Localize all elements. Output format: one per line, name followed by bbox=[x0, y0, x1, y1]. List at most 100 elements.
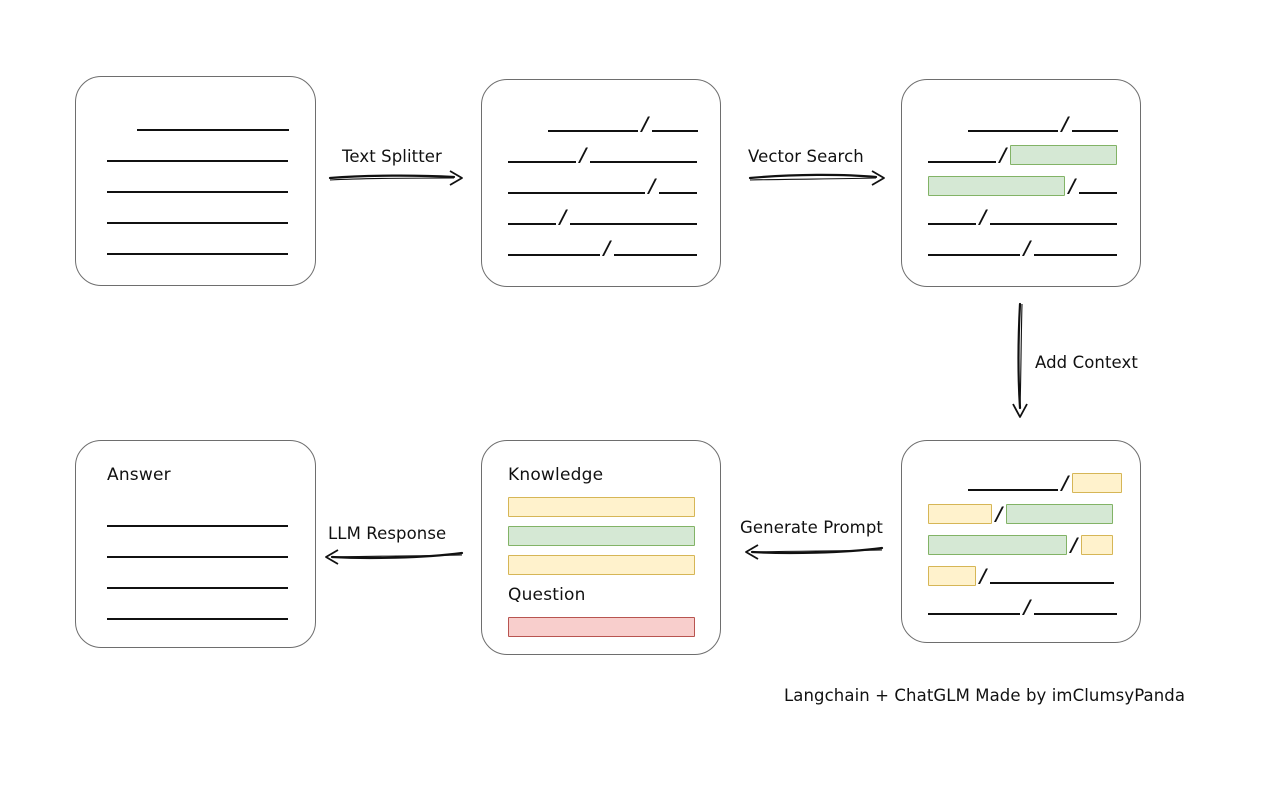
slash-separator: / bbox=[979, 565, 987, 587]
highlight-chip-yellow bbox=[1081, 535, 1113, 555]
arrow-generate-prompt-label: Generate Prompt bbox=[740, 518, 883, 537]
source-document-box[interactable] bbox=[75, 76, 316, 286]
text-row: / bbox=[928, 236, 1117, 258]
text-row: / bbox=[968, 471, 1122, 493]
text-line-segment bbox=[107, 556, 288, 558]
prompt-bar-red bbox=[508, 617, 695, 637]
text-row bbox=[107, 507, 288, 529]
text-row: / bbox=[928, 205, 1117, 227]
text-row: / bbox=[548, 112, 698, 134]
text-line-segment bbox=[928, 254, 1020, 256]
split-chunks-rows: / / / / / bbox=[482, 80, 720, 286]
text-row: / bbox=[928, 595, 1117, 617]
text-line-segment bbox=[508, 223, 556, 225]
text-line-segment bbox=[1034, 613, 1117, 615]
slash-separator: / bbox=[559, 206, 567, 228]
arrow-llm-response-label: LLM Response bbox=[328, 524, 447, 543]
prompt-bar-yellow bbox=[508, 555, 695, 575]
highlight-chip-yellow bbox=[1072, 473, 1122, 493]
slash-separator: / bbox=[1023, 237, 1031, 259]
text-line-segment bbox=[928, 161, 996, 163]
slash-separator: / bbox=[999, 144, 1007, 166]
arrow-add-context-shaft bbox=[1012, 302, 1028, 418]
slash-separator: / bbox=[579, 144, 587, 166]
text-row bbox=[137, 111, 289, 133]
text-row bbox=[107, 235, 288, 257]
slash-separator: / bbox=[1068, 175, 1076, 197]
text-row bbox=[107, 538, 288, 560]
arrow-add-context-label: Add Context bbox=[1035, 353, 1138, 372]
text-line-segment bbox=[968, 489, 1058, 491]
text-line-segment bbox=[107, 253, 288, 255]
vector-matches-box[interactable]: / / / / / bbox=[901, 79, 1141, 287]
split-chunks-box[interactable]: / / / / / bbox=[481, 79, 721, 287]
text-row: / bbox=[928, 564, 1114, 586]
text-line-segment bbox=[1079, 192, 1117, 194]
source-document-rows bbox=[76, 77, 315, 285]
question-label: Question bbox=[508, 585, 586, 605]
text-row bbox=[107, 204, 288, 226]
highlight-chip-yellow bbox=[928, 566, 976, 586]
slash-separator: / bbox=[603, 237, 611, 259]
text-line-segment bbox=[107, 587, 288, 589]
text-row: / bbox=[508, 174, 697, 196]
highlight-chip-yellow bbox=[928, 504, 992, 524]
text-line-segment bbox=[508, 192, 645, 194]
arrow-vector-search-shaft bbox=[748, 170, 885, 186]
slash-separator: / bbox=[1070, 534, 1078, 556]
text-line-segment bbox=[614, 254, 697, 256]
text-line-segment bbox=[508, 161, 576, 163]
answer-rows bbox=[76, 441, 315, 647]
vector-matches-rows: / / / / / bbox=[902, 80, 1140, 286]
arrow-text-splitter-label: Text Splitter bbox=[342, 147, 442, 166]
with-context-rows: / / / / / bbox=[902, 441, 1140, 642]
text-line-segment bbox=[508, 254, 600, 256]
text-line-segment bbox=[1072, 130, 1118, 132]
knowledge-label: Knowledge bbox=[508, 465, 604, 485]
footer-credit: Langchain + ChatGLM Made by imClumsyPand… bbox=[784, 686, 1186, 705]
text-row bbox=[107, 142, 288, 164]
slash-separator: / bbox=[995, 503, 1003, 525]
highlight-chip-green bbox=[1010, 145, 1117, 165]
prompt-box[interactable]: Knowledge Question bbox=[481, 440, 721, 655]
text-line-segment bbox=[107, 525, 288, 527]
answer-title: Answer bbox=[107, 465, 171, 485]
text-line-segment bbox=[968, 130, 1058, 132]
text-row: / bbox=[928, 533, 1113, 555]
text-line-segment bbox=[107, 222, 288, 224]
text-row: / bbox=[928, 174, 1117, 196]
text-row: / bbox=[508, 236, 697, 258]
arrow-text-splitter-shaft bbox=[328, 170, 463, 186]
text-row: / bbox=[508, 143, 697, 165]
text-line-segment bbox=[107, 191, 288, 193]
slash-separator: / bbox=[648, 175, 656, 197]
text-line-segment bbox=[928, 613, 1020, 615]
text-row: / bbox=[928, 502, 1113, 524]
text-row bbox=[107, 173, 288, 195]
answer-box[interactable]: Answer bbox=[75, 440, 316, 648]
slash-separator: / bbox=[641, 113, 649, 135]
text-row bbox=[107, 569, 288, 591]
text-row: / bbox=[508, 205, 697, 227]
text-line-segment bbox=[659, 192, 697, 194]
with-context-box[interactable]: / / / / / bbox=[901, 440, 1141, 643]
slash-separator: / bbox=[979, 206, 987, 228]
text-line-segment bbox=[1034, 254, 1117, 256]
arrow-vector-search-label: Vector Search bbox=[748, 147, 864, 166]
slash-separator: / bbox=[1061, 113, 1069, 135]
text-row: / bbox=[968, 112, 1118, 134]
text-line-segment bbox=[990, 223, 1117, 225]
prompt-bar-yellow bbox=[508, 497, 695, 517]
text-row: / bbox=[928, 143, 1117, 165]
text-row bbox=[107, 600, 288, 622]
text-line-segment bbox=[548, 130, 638, 132]
text-line-segment bbox=[590, 161, 697, 163]
text-line-segment bbox=[107, 618, 288, 620]
slash-separator: / bbox=[1023, 596, 1031, 618]
text-line-segment bbox=[928, 223, 976, 225]
text-line-segment bbox=[137, 129, 289, 131]
text-line-segment bbox=[107, 160, 288, 162]
text-line-segment bbox=[652, 130, 698, 132]
prompt-bar-green bbox=[508, 526, 695, 546]
